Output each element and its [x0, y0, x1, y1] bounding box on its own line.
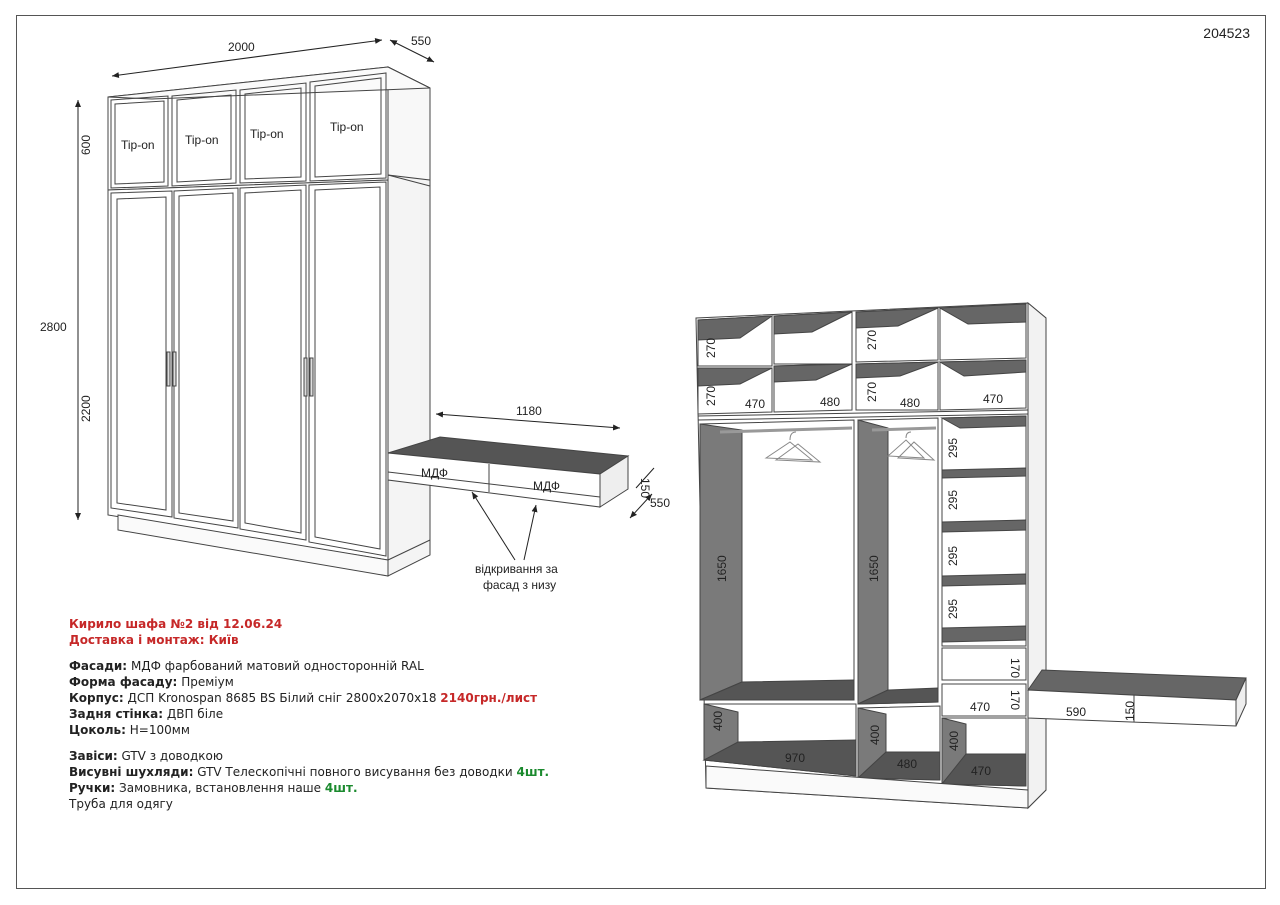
dim-drawer-h-2: 170 — [1008, 690, 1022, 710]
dim-bottom-w-3: 470 — [971, 764, 991, 778]
spec-title: Кирило шафа №2 від 12.06.24 — [69, 617, 283, 631]
left-dimensions — [75, 37, 655, 561]
dim-shelf-h-2: 295 — [946, 490, 960, 510]
document-number: 204523 — [1203, 25, 1250, 41]
lower-doors — [110, 181, 387, 557]
dim-depth: 550 — [411, 34, 431, 48]
opening-note-line1: відкривання за — [475, 562, 558, 576]
dim-top-w-2: 480 — [820, 395, 840, 409]
dim-top-row1-h-2: 270 — [865, 330, 879, 350]
dim-top-w-1: 470 — [745, 397, 765, 411]
left-dimension-labels: 2000 550 600 2800 2200 Tip-on Tip-on Tip… — [40, 34, 670, 592]
dim-drawer-w: 470 — [970, 700, 990, 714]
dim-hang-h-1: 1650 — [715, 555, 729, 582]
tipon-label-4: Tip-on — [330, 120, 364, 134]
dim-bottom-h-3: 400 — [947, 731, 961, 751]
tipon-label-1: Tip-on — [121, 138, 155, 152]
dim-bottom-h-1: 400 — [711, 711, 725, 731]
dim-body-height: 2200 — [79, 395, 93, 422]
drawing-frame — [16, 15, 1266, 889]
opening-note-line2: фасад з низу — [483, 578, 556, 592]
dim-right-desk-w: 590 — [1066, 705, 1086, 719]
dim-desk-depth: 550 — [650, 496, 670, 510]
tipon-label-3: Tip-on — [250, 127, 284, 141]
dim-top-row1-h-1: 270 — [704, 338, 718, 358]
dim-top-w-4: 470 — [983, 392, 1003, 406]
dim-top-row2-h-2: 270 — [865, 382, 879, 402]
spec-handles: Ручки: Замовника, встановлення наше 4шт. — [69, 781, 358, 795]
dim-shelf-h-1: 295 — [946, 438, 960, 458]
spec-body: Корпус: ДСП Kronospan 8685 BS Білий сніг… — [69, 691, 538, 705]
hangers — [764, 431, 936, 463]
desk-front-label-1: МДФ — [421, 466, 448, 480]
spec-back-panel: Задня стінка: ДВП біле — [69, 707, 224, 721]
dim-bottom-w-1: 970 — [785, 751, 805, 765]
dim-top-height: 600 — [79, 135, 93, 155]
wardrobe-open-view — [695, 301, 1247, 810]
dim-drawer-h-1: 170 — [1008, 658, 1022, 678]
right-dimension-labels: 270 270 270 270 470 480 480 470 1650 165… — [704, 330, 1137, 778]
desk-front-label-2: МДФ — [533, 479, 560, 493]
dim-desk-height: 150 — [638, 478, 652, 498]
spec-plinth: Цоколь: Н=100мм — [69, 723, 190, 737]
dim-shelf-h-4: 295 — [946, 599, 960, 619]
specification-block: Кирило шафа №2 від 12.06.24 Доставка і м… — [69, 616, 549, 812]
spec-hinges: Завіси: GTV з доводкою — [69, 749, 223, 763]
dim-bottom-h-2: 400 — [868, 725, 882, 745]
dim-shelf-h-3: 295 — [946, 546, 960, 566]
dim-total-height: 2800 — [40, 320, 67, 334]
spec-facades: Фасади: МДФ фарбований матовий односторо… — [69, 659, 424, 673]
dim-right-desk-h: 150 — [1123, 701, 1137, 721]
dim-hang-h-2: 1650 — [867, 555, 881, 582]
dim-bottom-w-2: 480 — [897, 757, 917, 771]
door-handles — [166, 351, 314, 397]
spec-pipe: Труба для одягу — [69, 797, 173, 811]
spec-facade-form: Форма фасаду: Преміум — [69, 675, 234, 689]
spec-drawers: Висувні шухляди: GTV Телескопічні повног… — [69, 765, 550, 779]
dim-top-row2-h-1: 270 — [704, 386, 718, 406]
spec-delivery: Доставка і монтаж: Київ — [69, 633, 239, 647]
dim-top-w-3: 480 — [900, 396, 920, 410]
dim-desk-width: 1180 — [516, 404, 542, 418]
dim-width: 2000 — [228, 40, 255, 54]
side-desk — [387, 436, 630, 508]
tipon-label-2: Tip-on — [185, 133, 219, 147]
